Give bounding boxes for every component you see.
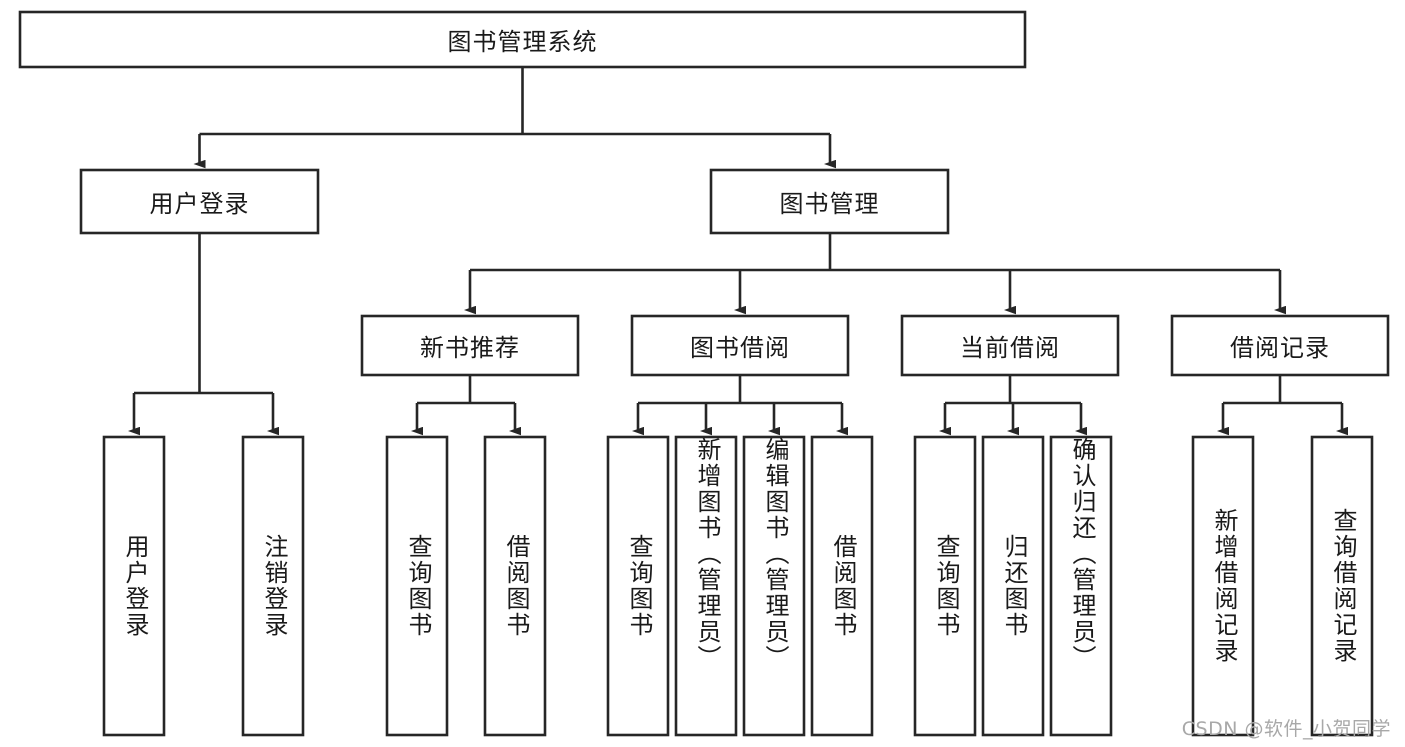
node-box-leaf-query-record[interactable] <box>1310 435 1374 737</box>
node-box-leaf-borrow-book-2[interactable] <box>810 435 874 737</box>
node-box-current-borrow[interactable] <box>900 314 1120 377</box>
node-box-leaf-logout[interactable] <box>241 435 305 737</box>
node-box-book-management[interactable] <box>709 168 950 235</box>
node-box-leaf-confirm-return[interactable] <box>1049 435 1113 737</box>
connector-group-current <box>939 375 1087 436</box>
node-box-borrow-records[interactable] <box>1170 314 1390 377</box>
node-box-book-borrow[interactable] <box>630 314 850 377</box>
node-box-leaf-query-book-3[interactable] <box>913 435 977 737</box>
node-box-leaf-edit-book[interactable] <box>742 435 806 737</box>
node-box-leaf-return-book[interactable] <box>981 435 1045 737</box>
node-box-user-login[interactable] <box>79 168 320 235</box>
connector-group-book-mgmt <box>464 233 1286 315</box>
node-box-new-book-recommend[interactable] <box>360 314 580 377</box>
node-box-root[interactable] <box>18 10 1027 69</box>
connector-group-records <box>1217 375 1348 436</box>
connector-group-borrow <box>632 375 848 436</box>
connector-group-root <box>193 67 836 169</box>
watermark-text: CSDN @软件_小贺同学 <box>1181 718 1391 740</box>
node-box-leaf-query-book-2[interactable] <box>606 435 670 737</box>
connector-group-new-book <box>411 375 521 436</box>
node-box-leaf-user-login[interactable] <box>102 435 166 737</box>
node-box-leaf-borrow-book-1[interactable] <box>483 435 547 737</box>
node-box-leaf-add-record[interactable] <box>1191 435 1255 737</box>
node-box-leaf-add-book[interactable] <box>674 435 738 737</box>
connector-group-user-login <box>128 233 279 436</box>
node-box-leaf-query-book-1[interactable] <box>385 435 449 737</box>
